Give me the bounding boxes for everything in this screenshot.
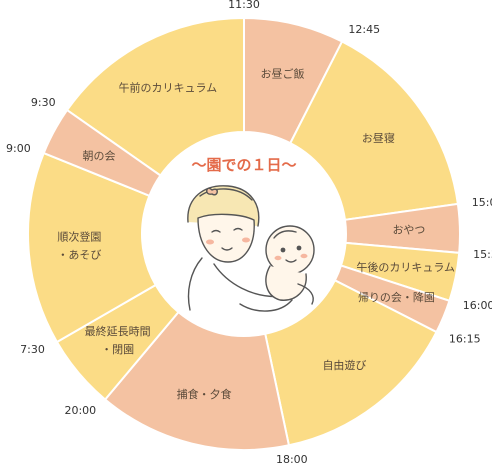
segment-label: 自由遊び <box>322 358 366 372</box>
segment-label: お昼寝 <box>362 131 395 145</box>
time-label: 15:00 <box>472 196 492 209</box>
activity-labels: 午前のカリキュラム お昼ご飯お昼寝おやつ午後のカリキュラム帰りの会・降園自由遊び捕… <box>57 67 455 402</box>
segment-label: 午後のカリキュラム <box>356 260 455 274</box>
segment-label: お昼ご飯 <box>261 67 305 81</box>
center-title: 〜園での１日〜 <box>191 156 296 174</box>
schedule-segment <box>103 310 291 451</box>
schedule-segment <box>65 16 245 177</box>
segment-label: 帰りの会・降園 <box>358 290 435 304</box>
time-label: 9:00 <box>6 142 31 155</box>
segment-label: 順次登園・あそび <box>57 230 101 262</box>
segment-label: 午前のカリキュラム <box>118 81 217 95</box>
segment-label: 捕食・夕食 <box>177 387 232 401</box>
schedule-segment <box>264 278 438 447</box>
time-label: 9:30 <box>31 96 56 109</box>
mother-baby-illustration <box>187 185 315 312</box>
time-label: 12:45 <box>348 23 380 36</box>
time-label: 15:30 <box>473 248 492 261</box>
time-labels: 11:30 12:45 15:00 15:30 16:00 16:15 18:00 20:00… <box>6 0 492 466</box>
time-label: 11:30 <box>228 0 260 11</box>
time-label: 16:00 <box>463 299 492 312</box>
time-label: 20:00 <box>64 404 96 417</box>
segment-label: 最終延長時間・閉園 <box>85 324 151 356</box>
segment-label: おやつ <box>392 224 425 237</box>
segment-label: 朝の会 <box>82 149 115 162</box>
schedule-ring <box>27 16 461 451</box>
time-label: 18:00 <box>276 453 308 466</box>
schedule-segment <box>288 40 460 221</box>
schedule-segment <box>27 151 158 344</box>
time-label: 7:30 <box>20 343 45 356</box>
time-label: 16:15 <box>449 332 481 345</box>
schedule-segment <box>42 108 162 198</box>
